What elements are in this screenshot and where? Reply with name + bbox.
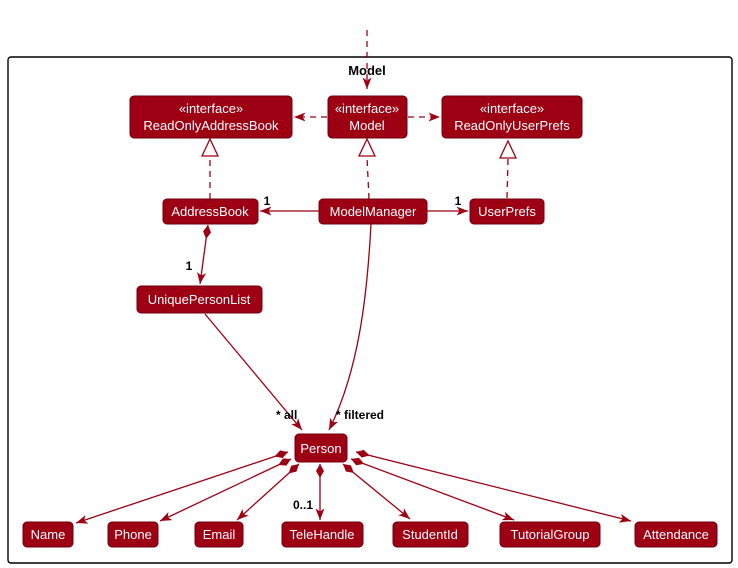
class-box-name <box>22 521 74 548</box>
model-component-frame <box>7 56 733 564</box>
class-box-telehandle <box>281 521 364 548</box>
class-person: Person <box>294 433 348 463</box>
multiplicity-person-filtered: * filtered <box>336 408 384 422</box>
stereotype-label: «interface» <box>179 101 243 116</box>
class-studentid: StudentId <box>392 521 469 548</box>
multiplicity-telehandle: 0..1 <box>293 498 313 512</box>
class-name-model: Model <box>349 118 385 133</box>
multiplicity-uniquepersonlist: 1 <box>186 259 193 273</box>
class-email: Email <box>194 521 244 548</box>
multiplicity-userprefs: 1 <box>455 194 462 208</box>
triangle-model <box>357 137 377 157</box>
edge-addressbook-uniquepersonlist <box>197 224 212 285</box>
class-box-attendance <box>634 521 718 548</box>
class-uniquepersonlist: UniquePersonList <box>136 285 263 314</box>
edge-modelmanager-person <box>328 223 372 431</box>
class-addressbook: AddressBook <box>162 198 259 225</box>
stereotype-label: «interface» <box>480 101 544 116</box>
class-tutorialgroup: TutorialGroup <box>499 521 601 548</box>
edge-person-email <box>236 463 300 521</box>
class-box-email <box>194 521 244 548</box>
class-box-tutorialgroup <box>499 521 601 548</box>
class-name: Name <box>22 521 74 548</box>
class-box-readonlyaddressbook <box>129 95 293 139</box>
class-box-studentid <box>392 521 469 548</box>
edge-uniquepersonlist-person <box>204 313 303 431</box>
class-box-readonlyuserprefs <box>441 95 583 139</box>
class-userprefs: UserPrefs <box>469 198 545 225</box>
class-name-name: Name <box>31 527 66 542</box>
class-name-studentid: StudentId <box>402 527 458 542</box>
class-box-person <box>294 433 348 463</box>
class-name-addressbook: AddressBook <box>171 204 249 219</box>
triangle-readonlyaddressbook <box>200 137 220 157</box>
triangle-readonlyuserprefs <box>498 139 518 159</box>
class-telehandle: TeleHandle <box>281 521 364 548</box>
class-box-phone <box>107 521 159 548</box>
class-box-uniquepersonlist <box>136 285 263 314</box>
class-modelmanager: ModelManager <box>318 198 428 225</box>
class-box-modelmanager <box>318 198 428 225</box>
class-name-modelmanager: ModelManager <box>330 204 417 219</box>
class-readonlyuserprefs: «interface» ReadOnlyUserPrefs <box>441 95 583 139</box>
class-readonlyaddressbook: «interface» ReadOnlyAddressBook <box>129 95 293 139</box>
edge-modelmanager-implements <box>366 156 370 200</box>
class-name-phone: Phone <box>114 527 152 542</box>
frame-title: Model <box>348 63 386 78</box>
class-model-interface: «interface» Model <box>327 95 408 139</box>
class-name-uniquepersonlist: UniquePersonList <box>148 292 251 307</box>
class-box-addressbook <box>162 198 259 225</box>
edge-person-attendance <box>355 449 632 523</box>
multiplicity-person-all: * all <box>276 408 297 422</box>
class-name-email: Email <box>203 527 236 542</box>
class-name-readonlyaddressbook: ReadOnlyAddressBook <box>143 118 279 133</box>
class-attendance: Attendance <box>634 521 718 548</box>
class-name-telehandle: TeleHandle <box>289 527 354 542</box>
class-phone: Phone <box>107 521 159 548</box>
class-name-tutorialgroup: TutorialGroup <box>511 527 590 542</box>
class-name-userprefs: UserPrefs <box>478 204 536 219</box>
class-name-attendance: Attendance <box>643 527 709 542</box>
class-box-userprefs <box>469 198 545 225</box>
multiplicity-addressbook: 1 <box>264 194 271 208</box>
stereotype-label: «interface» <box>335 101 399 116</box>
class-name-readonlyuserprefs: ReadOnlyUserPrefs <box>454 118 570 133</box>
class-name-person: Person <box>300 441 341 456</box>
class-box-model <box>327 95 408 139</box>
